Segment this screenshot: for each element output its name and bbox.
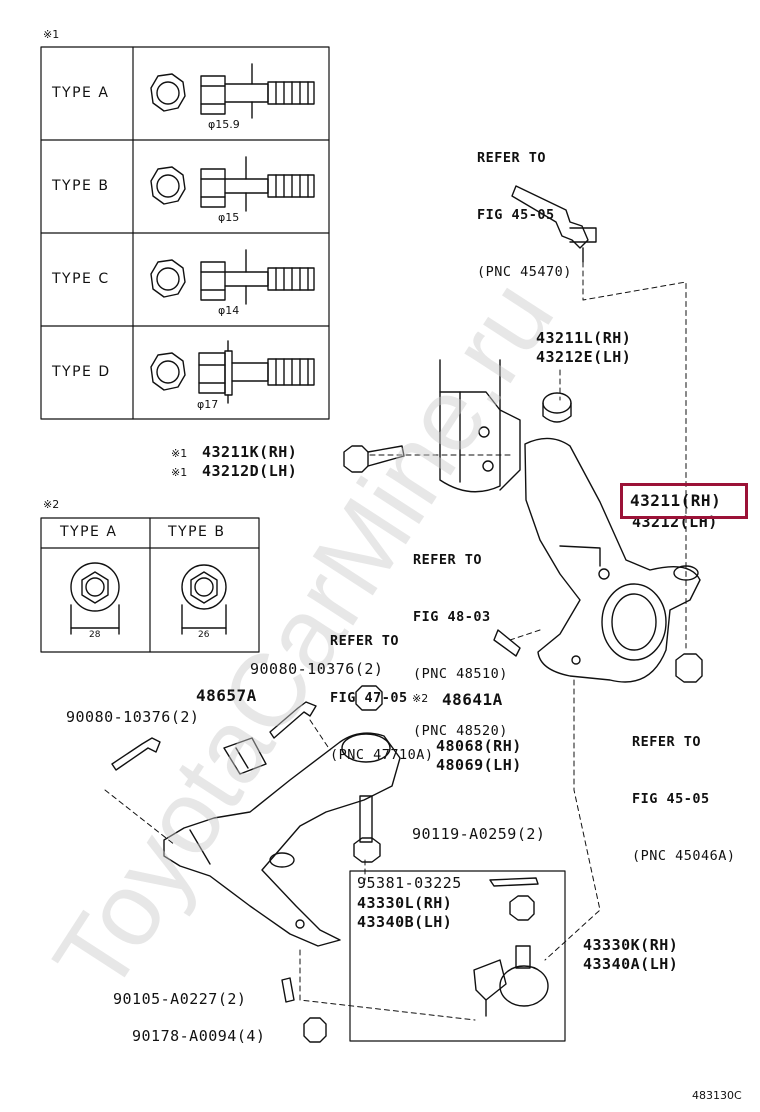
sensor-ref-line2: FIG 47-05 bbox=[330, 690, 408, 706]
table2-header-b: TYPE B bbox=[168, 524, 226, 540]
bottom-fasteners-drawing bbox=[281, 977, 327, 1043]
ball-joint-rh-label: 43330K(RH) bbox=[583, 936, 679, 954]
nut-ref: REFER TO FIG 45-05 (PNC 45046A) bbox=[632, 695, 736, 885]
table1-row-b-dim: φ15 bbox=[218, 211, 240, 224]
strut-ref-line2: FIG 48-03 bbox=[413, 609, 491, 625]
table2-note: ※2 bbox=[43, 498, 60, 511]
bolt-90080-top-label: 90080-10376(2) bbox=[250, 660, 384, 678]
dashed-leaders bbox=[104, 261, 687, 1021]
ball-joint-drawing bbox=[473, 877, 549, 1017]
bolt-note-2: ※1 bbox=[171, 466, 188, 479]
nut-90178-label: 90178-A0094(4) bbox=[132, 1027, 266, 1045]
table2-dim-b: 26 bbox=[198, 630, 210, 640]
strut-ref: REFER TO FIG 48-03 (PNC 48510) (PNC 4852… bbox=[413, 513, 508, 760]
bolt-rh-label: 43211K(RH) bbox=[202, 443, 298, 461]
sensor-ref: REFER TO FIG 47-05 (PNC 47710A) bbox=[330, 594, 434, 784]
bolt-90080-left-label: 90080-10376(2) bbox=[66, 708, 200, 726]
bolt-note-1: ※1 bbox=[171, 447, 188, 460]
ball-joint-lh-label: 43340A(LH) bbox=[583, 955, 679, 973]
tie-rod-ref-line3: (PNC 45470) bbox=[477, 264, 572, 280]
castle-nut-lh-label: 43340B(LH) bbox=[357, 913, 453, 931]
arm-rh-label: 48068(RH) bbox=[436, 737, 522, 755]
castle-nut-rh-label: 43330L(RH) bbox=[357, 894, 453, 912]
bolt-lh-label: 43212D(LH) bbox=[202, 462, 298, 480]
table1-row-d-label: TYPE D bbox=[52, 364, 111, 380]
knuckle-highlight-box bbox=[620, 483, 748, 519]
table1-row-b-label: TYPE B bbox=[52, 178, 110, 194]
strut-ref-line4: (PNC 48520) bbox=[413, 723, 508, 739]
nuts-drawing bbox=[355, 629, 703, 711]
nut-ref-line1: REFER TO bbox=[632, 734, 702, 750]
bushing-lh-label: 43212E(LH) bbox=[536, 348, 632, 366]
nut-ref-line2: FIG 45-05 bbox=[632, 791, 710, 807]
figure-id: 483130C bbox=[692, 1089, 742, 1102]
bolt-90119-label: 90119-A0259(2) bbox=[412, 825, 546, 843]
table2-header-a: TYPE A bbox=[60, 524, 118, 540]
table1-row-a-label: TYPE A bbox=[52, 85, 110, 101]
steering-knuckle-drawing bbox=[524, 437, 701, 683]
tie-rod-ref-line1: REFER TO bbox=[477, 150, 547, 166]
nut-label: 48641A bbox=[442, 690, 503, 709]
nut-note: ※2 bbox=[412, 692, 429, 705]
bolt-90105-label: 90105-A0227(2) bbox=[113, 990, 247, 1008]
bushing-drawing bbox=[542, 392, 572, 423]
nut-ref-line3: (PNC 45046A) bbox=[632, 848, 736, 864]
bracket-label: 48657A bbox=[196, 686, 257, 705]
vertical-bolt-drawing bbox=[353, 795, 381, 863]
table2-dim-a: 28 bbox=[89, 630, 101, 640]
cotter-pin-label: 95381-03225 bbox=[357, 874, 462, 892]
tie-rod-ref-line2: FIG 45-05 bbox=[477, 207, 555, 223]
sensor-ref-line1: REFER TO bbox=[330, 633, 400, 649]
table1-row-d-dim: φ17 bbox=[197, 398, 219, 411]
strut-ref-line3: (PNC 48510) bbox=[413, 666, 508, 682]
knuckle-rh-label: 43211(RH) bbox=[630, 491, 722, 510]
table1-row-c-label: TYPE C bbox=[52, 271, 110, 287]
table1-row-a-dim: φ15.9 bbox=[208, 118, 240, 131]
tie-rod-ref: REFER TO FIG 45-05 (PNC 45470) bbox=[477, 111, 572, 301]
bushing-rh-label: 43211L(RH) bbox=[536, 329, 632, 347]
flange-nut-drawings bbox=[70, 562, 227, 635]
table1-note: ※1 bbox=[43, 28, 60, 41]
sensor-ref-line3: (PNC 47710A) bbox=[330, 747, 434, 763]
tie-rod-end-drawing bbox=[511, 185, 597, 263]
bracket-drawing bbox=[223, 737, 267, 775]
lower-arm-drawing bbox=[163, 732, 401, 947]
hub-bolt-drawings bbox=[150, 63, 315, 404]
table1-row-c-dim: φ14 bbox=[218, 304, 240, 317]
arm-bolts-drawing bbox=[111, 701, 317, 771]
table2-frame bbox=[40, 517, 260, 653]
strut-ref-line1: REFER TO bbox=[413, 552, 483, 568]
arm-lh-label: 48069(LH) bbox=[436, 756, 522, 774]
strut-drawing bbox=[439, 359, 521, 493]
knuckle-bolt-drawing bbox=[343, 445, 405, 473]
table1-frame bbox=[40, 46, 330, 420]
ball-joint-box bbox=[349, 870, 566, 1042]
